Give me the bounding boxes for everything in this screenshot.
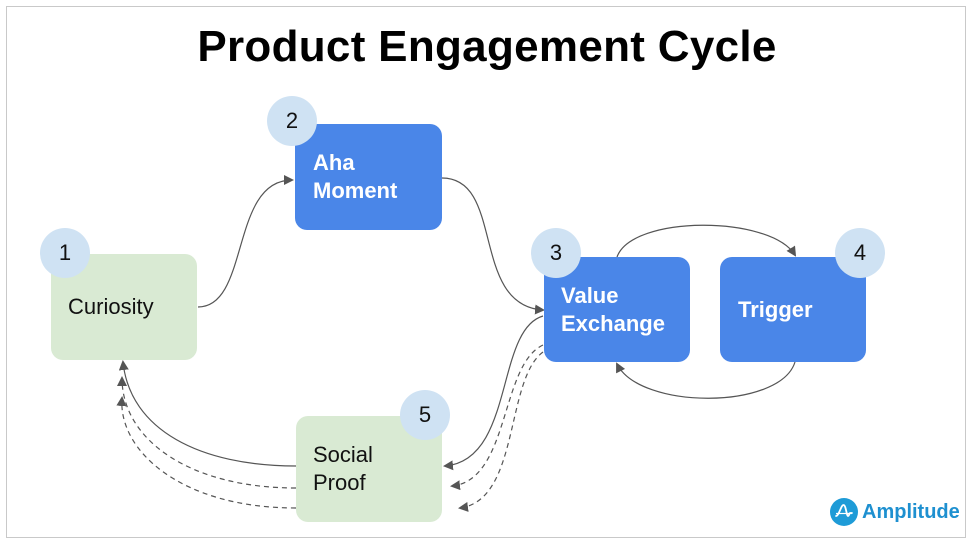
node-value-exchange-label: Value Exchange (561, 282, 665, 336)
edge-trigger-to-value (616, 361, 796, 399)
node-trigger: Trigger (720, 257, 866, 362)
step-badge-1: 1 (40, 228, 90, 278)
amplitude-logo-icon (830, 498, 858, 526)
edge-value-to-social-dashed-1 (450, 344, 544, 491)
amplitude-wordmark: Amplitude (862, 500, 960, 523)
diagram-title: Product Engagement Cycle (197, 22, 777, 71)
amplitude-brand: Amplitude (830, 498, 960, 526)
step-badge-5: 5 (400, 390, 450, 440)
edge-social-to-curiosity (118, 360, 297, 467)
edge-aha-to-value (441, 177, 545, 315)
node-trigger-label: Trigger (738, 296, 813, 322)
step-badge-3: 3 (531, 228, 581, 278)
edge-social-to-curiosity-dashed-1 (117, 376, 297, 489)
step-badge-4: 4 (835, 228, 885, 278)
step-badge-2: 2 (267, 96, 317, 146)
edge-curiosity-to-aha (197, 175, 294, 308)
edge-value-to-trigger (616, 224, 797, 258)
node-aha-moment-label: Aha Moment (313, 150, 398, 203)
node-curiosity-label: Curiosity (68, 294, 154, 319)
node-social-proof-label: Social Proof (313, 442, 373, 495)
edge-social-to-curiosity-dashed-2 (116, 396, 297, 509)
node-aha-moment: Aha Moment (295, 124, 442, 230)
edge-value-to-social (443, 315, 544, 471)
edge-value-to-social-dashed-2 (458, 351, 544, 512)
